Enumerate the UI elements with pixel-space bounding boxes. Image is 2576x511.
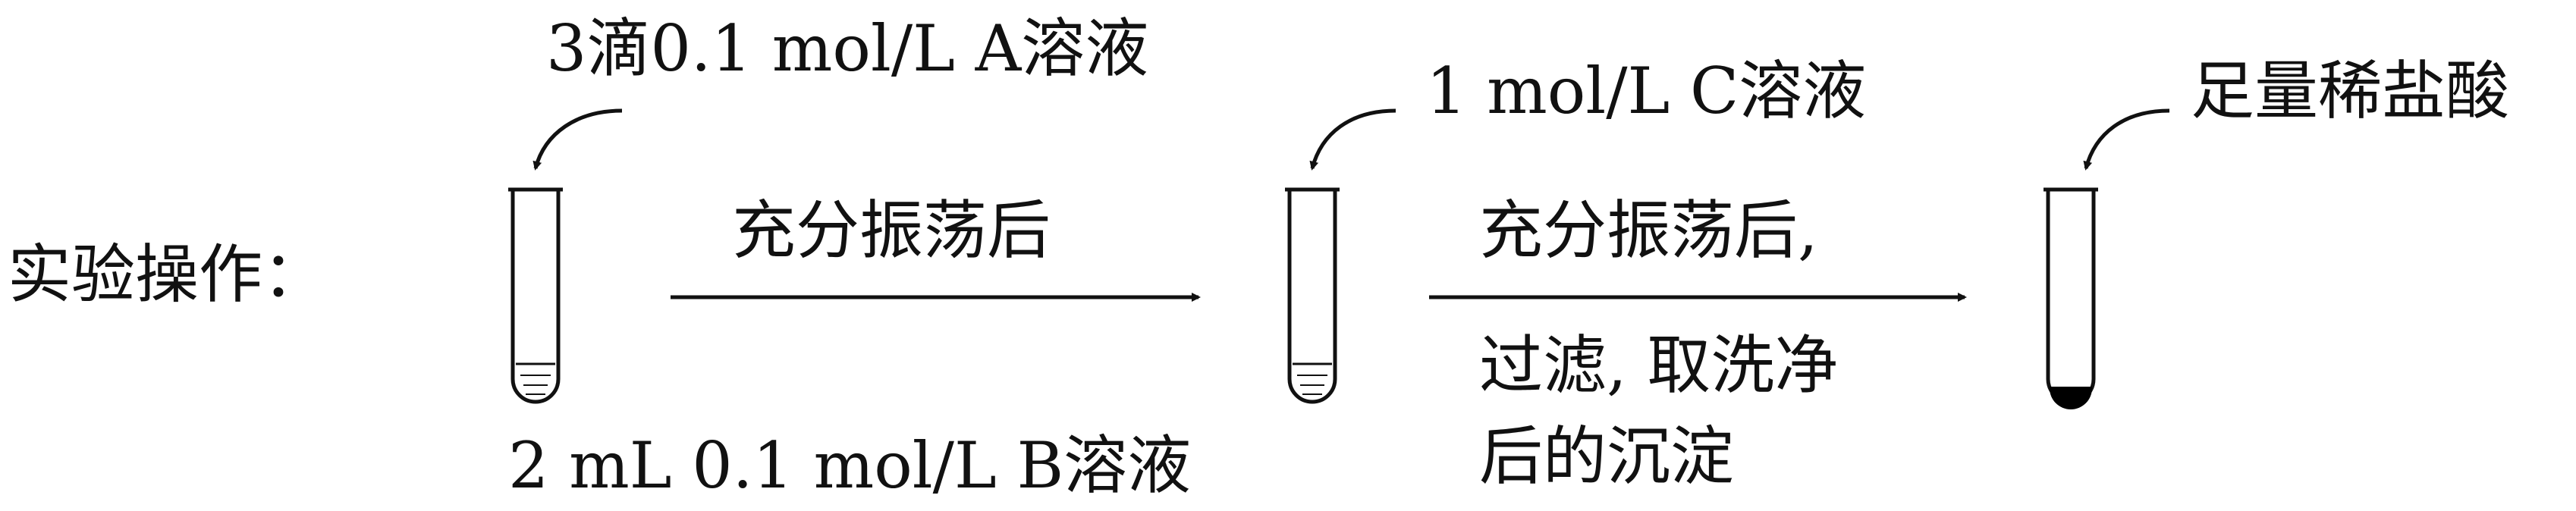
precipitate-icon — [2050, 387, 2092, 409]
step2-line2-label: 过滤, 取洗净 — [1479, 328, 1839, 403]
test-tube-3-icon — [2044, 187, 2098, 409]
reagent-b-label: 2 mL 0.1 mol/L B溶液 — [508, 428, 1192, 503]
step1-label: 充分振荡后 — [732, 193, 1051, 268]
test-tube-2-icon — [1285, 187, 1340, 404]
reagent-hcl-arrow-icon — [2083, 108, 2170, 171]
reagent-a-label: 3滴0.1 mol/L A溶液 — [546, 11, 1149, 86]
test-tube-1-icon — [508, 187, 563, 404]
reagent-a-arrow-icon — [532, 108, 623, 171]
experiment-operation-label: 实验操作： — [8, 237, 327, 312]
step2-line3-label: 后的沉淀 — [1479, 419, 1735, 494]
reagent-c-label: 1 mol/L C溶液 — [1426, 54, 1867, 128]
reagent-c-arrow-icon — [1309, 108, 1396, 171]
reagent-hcl-label: 足量稀盐酸 — [2191, 54, 2510, 128]
step2-line1-label: 充分振荡后, — [1479, 193, 1818, 268]
